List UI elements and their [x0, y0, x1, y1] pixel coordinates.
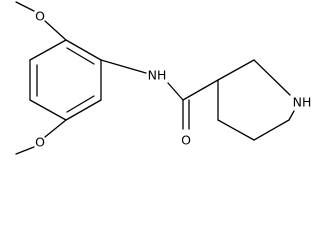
benzene-ring	[29, 39, 102, 121]
bond-ring-1	[29, 39, 67, 61]
bond-ring-6	[65, 39, 102, 61]
bond-carbonyl-ring	[182, 79, 219, 101]
bond-o-ch3-top	[15, 1, 35, 12]
methoxy-top: O	[15, 1, 67, 41]
bond-ring-inner-2	[66, 95, 95, 113]
bond-o-ch3-bottom	[15, 146, 35, 155]
molecule-diagram: O O NH O NH	[15, 1, 312, 155]
bond-aryl-n	[100, 59, 147, 74]
methoxy-bottom: O	[15, 119, 67, 155]
atom-ring-nh: NH	[293, 95, 312, 110]
atom-o-bottom: O	[35, 135, 45, 150]
bond-pip-3	[253, 119, 290, 141]
bond-n-carbonyl	[167, 82, 184, 101]
piperidine-ring: NH	[217, 59, 312, 141]
atom-carbonyl-o: O	[181, 133, 191, 148]
bond-pip-6	[217, 59, 255, 81]
bond-ring-4	[65, 99, 102, 121]
bond-ring-3	[29, 99, 67, 121]
atom-o-top: O	[35, 9, 45, 24]
bond-c-o-bottom	[44, 119, 67, 138]
bond-pip-4	[288, 110, 295, 121]
amide-group: NH O	[100, 59, 219, 148]
bond-pip-2	[217, 119, 255, 141]
atom-amide-nh: NH	[148, 68, 167, 83]
bond-c-o-top	[44, 20, 67, 41]
bond-pip-5	[253, 59, 291, 96]
bond-ring-inner-3	[66, 47, 95, 65]
